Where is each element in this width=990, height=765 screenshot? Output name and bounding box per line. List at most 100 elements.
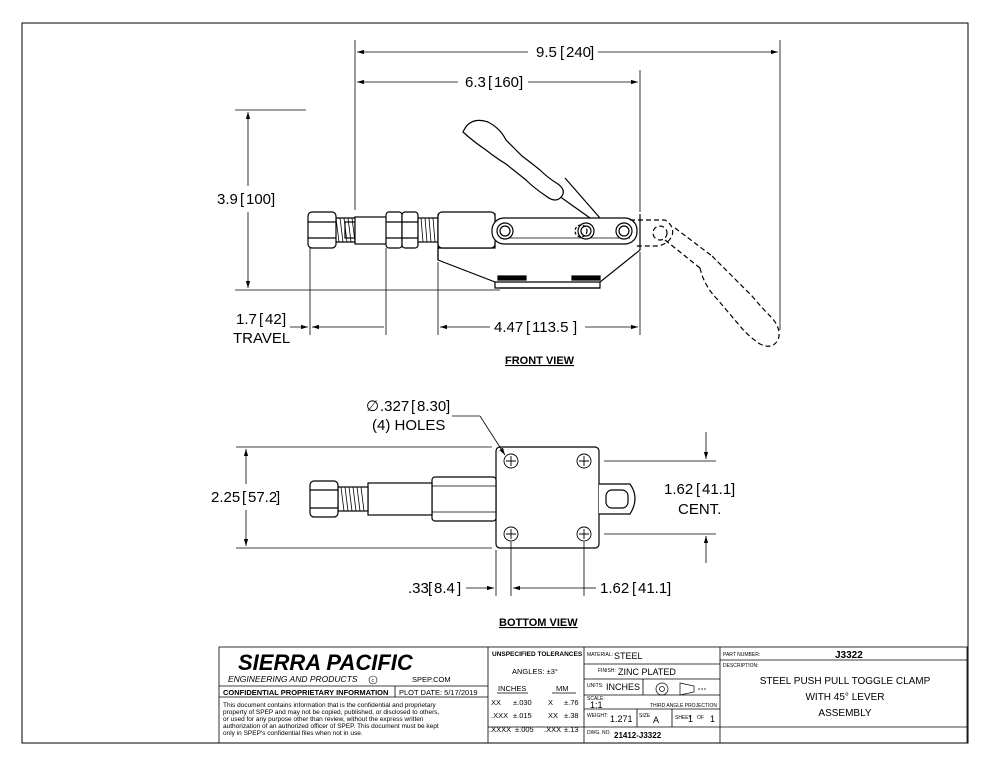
company-name: SIERRA PACIFIC <box>238 650 414 675</box>
tol-mm-fmt: XX <box>548 711 558 720</box>
dwg-number: 21412-J3322 <box>614 731 662 740</box>
bracket-open: [ <box>632 580 637 597</box>
dim-hole-dia-metric: 8.30 <box>417 398 446 415</box>
tol-in-fmt: XX <box>491 698 501 707</box>
units-label: UNITS: <box>587 683 603 689</box>
dim-center-metric: 41.1 <box>702 481 731 498</box>
confidential-text: This document contains information that … <box>223 702 440 737</box>
dim-overall-length: 9.5 [ 240 ] <box>536 44 594 61</box>
dim-base-length-value: 4.47 <box>494 319 523 336</box>
tol-mm-val: ±.13 <box>564 725 579 734</box>
sheet-total: 1 <box>710 714 715 724</box>
dim-travel-value: 1.7 <box>236 311 257 328</box>
dim-hole-offset-value: .33 <box>408 580 429 597</box>
bottom-view-label: BOTTOM VIEW <box>499 617 578 629</box>
dim-pivot-length-value: 6.3 <box>465 74 486 91</box>
dim-width-metric: 57.2 <box>248 489 277 506</box>
dim-hole-note: (4) HOLES <box>372 417 445 434</box>
title-block <box>218 646 968 744</box>
size-value: A <box>653 715 659 725</box>
dim-center: 1.62 [ 41.1 ] CENT. <box>664 481 735 518</box>
description-line: ASSEMBLY <box>818 708 871 719</box>
dim-hole-dia-value: .327 <box>380 398 409 415</box>
plot-date: PLOT DATE: 5/17/2019 <box>399 688 478 697</box>
bracket-open: [ <box>526 319 531 336</box>
mm-head: MM <box>556 684 569 693</box>
angles: ANGLES: ±3° <box>512 667 558 676</box>
confidential-line: authorization of an authorized officer o… <box>223 723 439 730</box>
bracket-open: [ <box>560 44 565 61</box>
front-view-label: FRONT VIEW <box>505 355 575 367</box>
of-label: OF <box>697 715 704 721</box>
bracket-open: [ <box>428 580 433 597</box>
tol-in-fmt: .XXXX <box>489 725 511 734</box>
dim-hole-spacing-value: 1.62 <box>600 580 629 597</box>
description-line: WITH 45° LEVER <box>805 692 884 703</box>
confidential-line: property of SPEP and may not be copied, … <box>223 709 440 716</box>
dim-hole-offset-metric: 8.4 <box>434 580 455 597</box>
dim-center-label: CENT. <box>678 501 721 518</box>
bracket-close: ] <box>590 44 594 61</box>
sheet-value: 1 <box>688 714 693 724</box>
front-dimension-lines <box>235 40 781 335</box>
dim-pivot-length-metric: 160 <box>494 74 519 91</box>
confidential-heading: CONFIDENTIAL PROPRIETARY INFORMATION <box>223 688 388 697</box>
bracket-close: ] <box>446 398 450 415</box>
confidential-line: or used for any purpose other than revie… <box>223 716 424 723</box>
description-label: DESCRIPTION: <box>723 663 759 669</box>
weight-value: 1.271 <box>610 714 633 724</box>
bracket-close: ] <box>731 481 735 498</box>
front-view-drawing <box>307 119 780 347</box>
bracket-close: ] <box>457 580 461 597</box>
dim-center-value: 1.62 <box>664 481 693 498</box>
tol-mm-val: ±.76 <box>564 698 579 707</box>
bracket-close: ] <box>282 311 286 328</box>
bracket-close: ] <box>573 319 577 336</box>
bracket-close: ] <box>667 580 671 597</box>
bottom-dimension-lines <box>236 415 716 596</box>
bracket-close: ] <box>276 489 280 506</box>
dim-overall-length-metric: 240 <box>566 44 591 61</box>
bracket-open: [ <box>259 311 264 328</box>
bracket-open: [ <box>696 481 701 498</box>
bottom-view-drawing <box>309 446 636 549</box>
bracket-close: ] <box>519 74 523 91</box>
dim-overall-length-value: 9.5 <box>536 44 557 61</box>
size-label: SIZE <box>639 713 651 719</box>
third-angle-projection-icon <box>655 682 706 696</box>
dim-width-value: 2.25 <box>211 489 240 506</box>
inches-head: INCHES <box>498 684 526 693</box>
sheet-label: SHEET <box>675 715 692 721</box>
dim-width: 2.25 [ 57.2 ] <box>211 489 280 506</box>
tol-mm-fmt: .XXX <box>544 725 561 734</box>
diameter-symbol: ∅ <box>366 398 379 415</box>
dim-travel-label: TRAVEL <box>233 330 290 347</box>
tolerance-row: XX ±.030 X ±.76 <box>491 698 579 707</box>
scale-label: SCALE: <box>587 696 605 702</box>
tolerance-row: .XXX ±.015 XX ±.38 <box>491 711 579 720</box>
scale-value: 1:1 <box>590 700 603 710</box>
part-number-label: PART NUMBER: <box>723 652 760 658</box>
dim-hole-spacing-metric: 41.1 <box>638 580 667 597</box>
dim-base-length: 4.47 [ 113.5 ] <box>494 319 577 336</box>
dwg-label: DWG. NO. <box>587 730 611 736</box>
part-number: J3322 <box>835 650 863 661</box>
dim-base-length-metric: 113.5 <box>532 319 568 336</box>
projection-label: THIRD ANGLE PROJECTION <box>650 703 717 709</box>
tol-in-val: ±.015 <box>513 711 532 720</box>
tol-in-val: ±.030 <box>513 698 532 707</box>
dim-height: 3.9 [ 100 ] <box>217 191 275 208</box>
confidential-line: only in SPEP's confidential files when n… <box>223 730 363 737</box>
bracket-open: [ <box>411 398 416 415</box>
tol-mm-val: ±.38 <box>564 711 579 720</box>
finish-label: FINISH: <box>598 668 616 674</box>
dim-travel: 1.7 [ 42 ] TRAVEL <box>233 311 290 347</box>
description-line: STEEL PUSH PULL TOGGLE CLAMP <box>760 676 931 687</box>
bracket-open: [ <box>240 191 245 208</box>
dim-hole-spacing: 1.62 [ 41.1 ] <box>600 580 671 597</box>
tol-in-val: ±.005 <box>515 725 534 734</box>
dim-pivot-length: 6.3 [ 160 ] <box>465 74 523 91</box>
dim-hole-offset: .33 [ 8.4 ] <box>408 580 461 597</box>
tolerance-row: .XXXX ±.005 .XXX ±.13 <box>489 725 579 734</box>
